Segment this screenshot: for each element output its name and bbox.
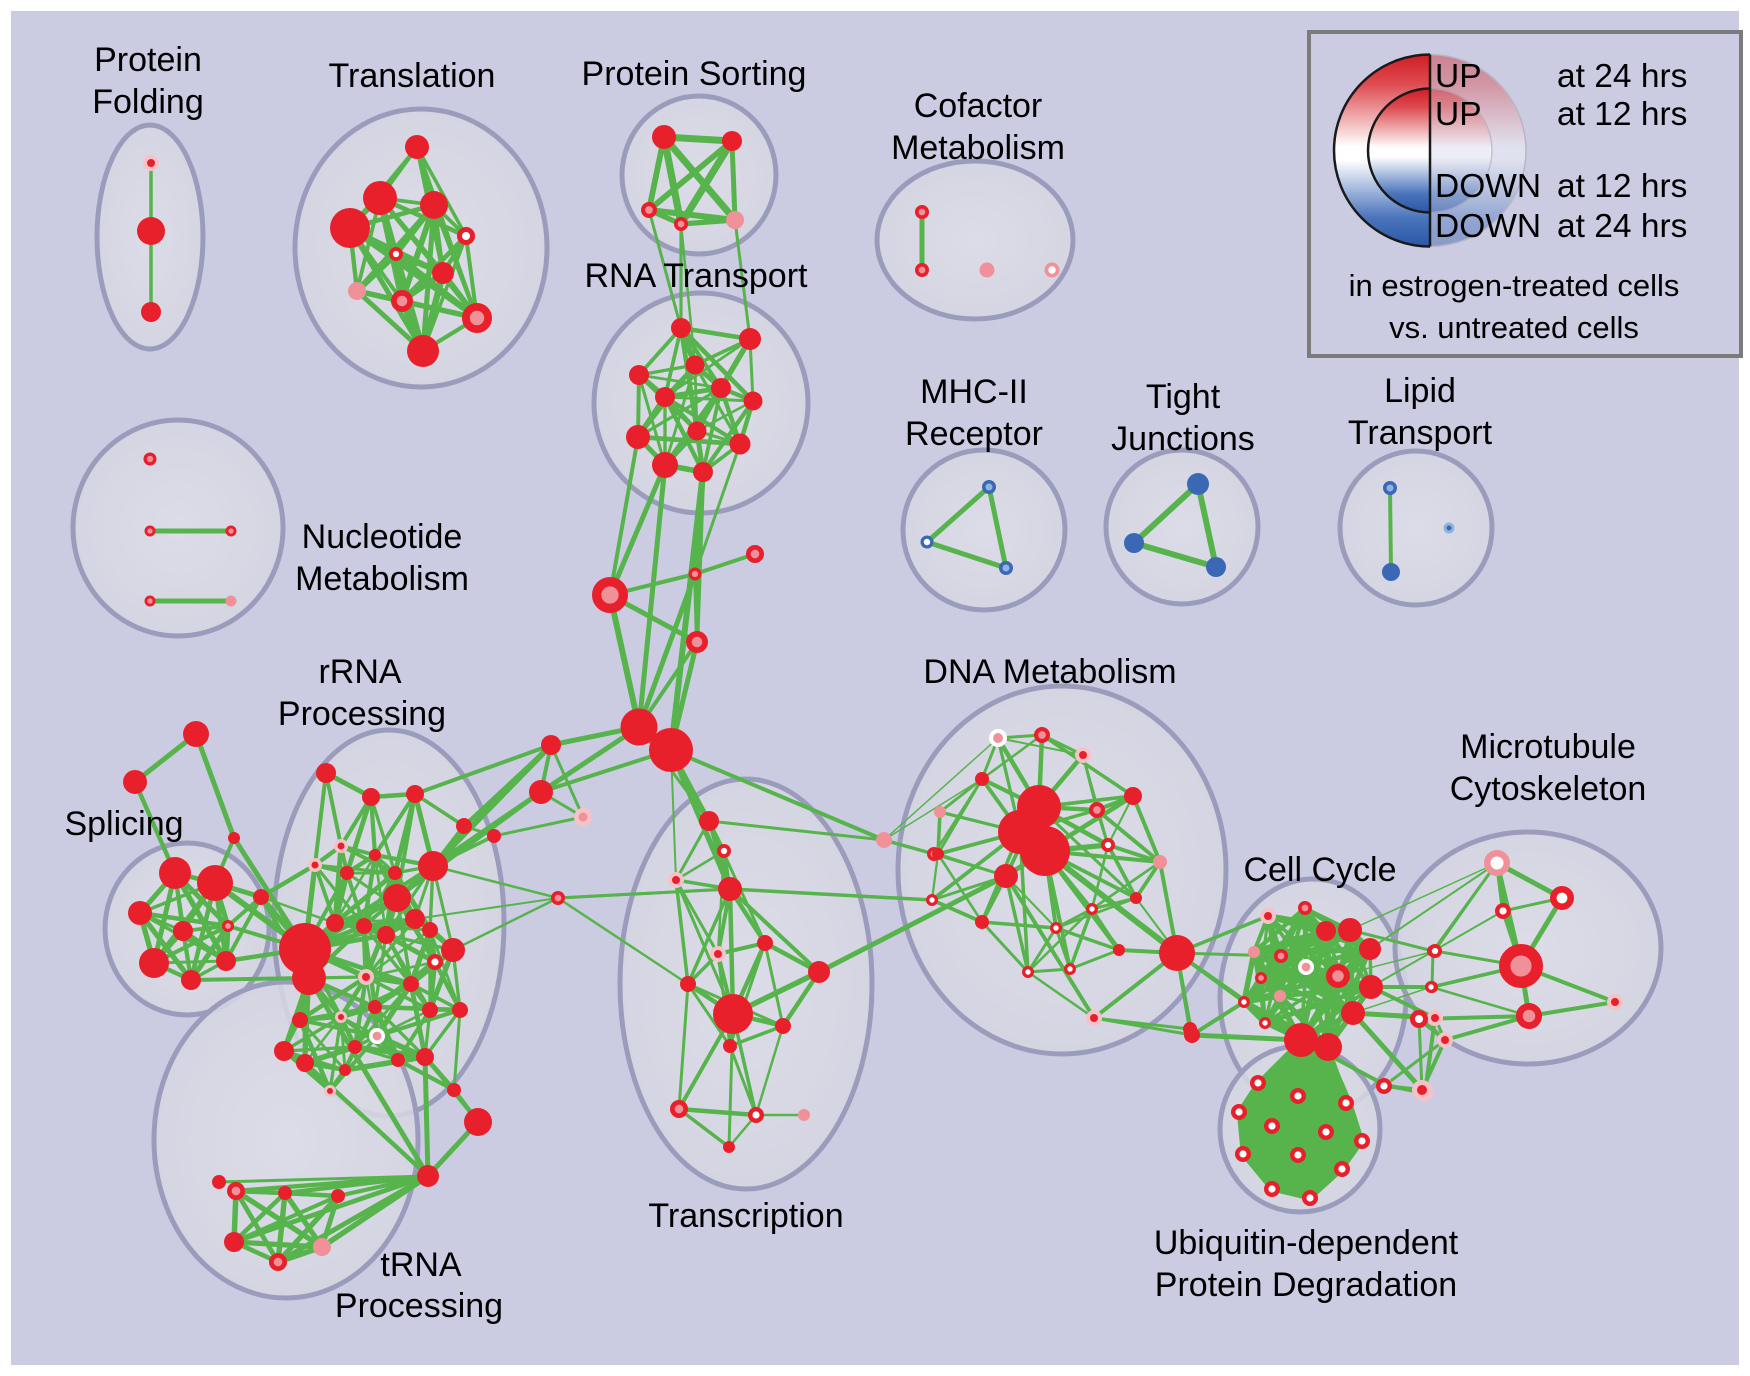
svg-text:Metabolism: Metabolism: [891, 129, 1065, 167]
svg-text:Translation: Translation: [329, 57, 496, 95]
svg-text:UP: UP: [1435, 58, 1482, 95]
svg-text:at 24 hrs: at 24 hrs: [1557, 208, 1687, 245]
svg-text:DOWN: DOWN: [1435, 168, 1541, 205]
svg-text:RNA Transport: RNA Transport: [585, 257, 809, 295]
svg-text:at 12 hrs: at 12 hrs: [1557, 96, 1687, 133]
svg-text:MHC-II: MHC-II: [920, 373, 1028, 411]
svg-text:Cytoskeleton: Cytoskeleton: [1450, 770, 1647, 808]
svg-text:Receptor: Receptor: [905, 415, 1043, 453]
svg-text:DOWN: DOWN: [1435, 208, 1541, 245]
svg-text:at 24 hrs: at 24 hrs: [1557, 58, 1687, 95]
svg-text:in estrogen-treated cells: in estrogen-treated cells: [1349, 268, 1680, 303]
svg-text:Splicing: Splicing: [64, 805, 183, 843]
svg-text:tRNA: tRNA: [380, 1246, 462, 1284]
svg-text:Nucleotide: Nucleotide: [302, 518, 463, 556]
svg-text:Processing: Processing: [278, 695, 446, 733]
svg-text:Tight: Tight: [1146, 378, 1221, 416]
svg-text:Ubiquitin-dependent: Ubiquitin-dependent: [1154, 1224, 1459, 1262]
svg-text:Processing: Processing: [335, 1287, 503, 1325]
svg-text:Transcription: Transcription: [648, 1197, 843, 1235]
svg-text:at 12 hrs: at 12 hrs: [1557, 168, 1687, 205]
svg-text:DNA Metabolism: DNA Metabolism: [923, 653, 1176, 691]
svg-text:UP: UP: [1435, 96, 1482, 133]
svg-text:vs. untreated cells: vs. untreated cells: [1389, 310, 1639, 345]
svg-text:Metabolism: Metabolism: [295, 560, 469, 598]
svg-text:Cell Cycle: Cell Cycle: [1243, 851, 1396, 889]
svg-text:Cofactor: Cofactor: [914, 87, 1043, 125]
svg-text:Protein: Protein: [94, 41, 202, 79]
svg-text:Transport: Transport: [1348, 414, 1493, 452]
svg-text:Microtubule: Microtubule: [1460, 728, 1636, 766]
svg-text:Folding: Folding: [92, 83, 204, 121]
svg-text:Protein Sorting: Protein Sorting: [582, 55, 807, 93]
svg-text:rRNA: rRNA: [318, 653, 401, 691]
svg-text:Lipid: Lipid: [1384, 372, 1456, 410]
svg-text:Protein Degradation: Protein Degradation: [1155, 1266, 1457, 1304]
svg-text:Junctions: Junctions: [1111, 420, 1255, 458]
